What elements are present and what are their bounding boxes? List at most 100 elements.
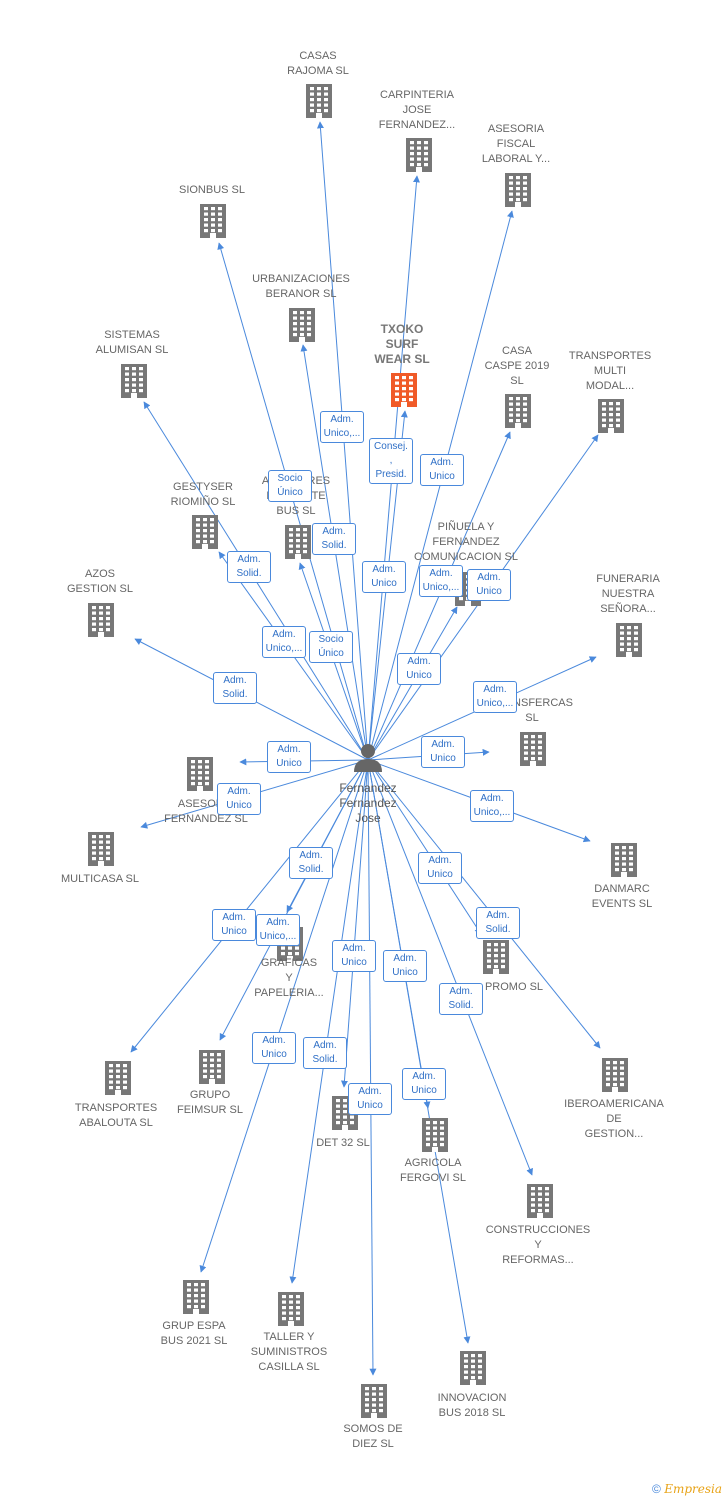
edge-promo (367, 759, 482, 935)
building-icon[interactable] (598, 399, 624, 433)
role-badge[interactable]: Consej. , Presid. (369, 438, 413, 484)
role-badge[interactable]: Adm. Unico (418, 852, 462, 884)
copyright-symbol: © (652, 1482, 661, 1496)
building-icon[interactable] (121, 364, 147, 398)
role-badge[interactable]: Adm. Unico (212, 909, 256, 941)
company-label[interactable]: TXOKO SURF WEAR SL (374, 322, 430, 366)
building-icon[interactable] (88, 603, 114, 637)
company-label[interactable]: ASESORIA FISCAL LABORAL Y... (481, 123, 551, 165)
role-badge[interactable]: Adm. Solid. (476, 907, 520, 939)
role-badge[interactable]: Adm. Unico,... (256, 914, 300, 946)
building-icon[interactable] (460, 1351, 486, 1385)
company-label[interactable]: SOMOS DE DIEZ SL (343, 1423, 403, 1450)
brand-name[interactable]: Empresia (664, 1482, 722, 1496)
role-badge[interactable]: Adm. Unico,... (470, 790, 514, 822)
role-badge[interactable]: Socio Único (309, 631, 353, 663)
company-label[interactable]: TRANSPORTES ABALOUTA SL (74, 1102, 158, 1129)
building-icon[interactable] (616, 623, 642, 657)
role-badge[interactable]: Adm. Solid. (303, 1037, 347, 1069)
building-icon[interactable] (527, 1184, 553, 1218)
role-badge[interactable]: Adm. Unico (467, 569, 511, 601)
role-badge[interactable]: Adm. Unico (267, 741, 311, 773)
edge-innovacion (367, 759, 471, 1344)
company-label[interactable]: PROMO SL (484, 981, 544, 993)
company-label[interactable]: TRANSPORTES MULTI MODAL... (568, 350, 652, 392)
edge-construcciones (367, 759, 533, 1176)
building-icon[interactable] (192, 515, 218, 549)
company-label[interactable]: CARPINTERIA JOSE FERNANDEZ... (378, 89, 456, 131)
building-icon[interactable] (505, 394, 531, 428)
role-badge[interactable]: Adm. Solid. (312, 523, 356, 555)
center-person-name[interactable]: Fernandez Fernandez Jose (339, 781, 397, 825)
role-badge[interactable]: Adm. Unico (383, 950, 427, 982)
building-icon[interactable] (611, 843, 637, 877)
role-badge[interactable]: Adm. Unico (402, 1068, 446, 1100)
building-icon[interactable] (520, 732, 546, 766)
role-badge[interactable]: Adm. Unico (362, 561, 406, 593)
company-label[interactable]: URBANIZACIONES BERANOR SL (252, 273, 350, 300)
role-badge[interactable]: Adm. Unico (397, 653, 441, 685)
edge-grup-espa (199, 759, 369, 1273)
footer-brand: © Empresia (652, 1482, 722, 1496)
building-icon[interactable] (602, 1058, 628, 1092)
role-badge[interactable]: Adm. Unico (348, 1083, 392, 1115)
company-label[interactable]: CASAS RAJOMA SL (287, 50, 349, 77)
building-icon[interactable] (306, 84, 332, 118)
role-badge[interactable]: Adm. Unico (217, 783, 261, 815)
role-badge[interactable]: Adm. Unico,... (262, 626, 306, 658)
role-badge[interactable]: Adm. Unico (420, 454, 464, 486)
company-label[interactable]: CASA CASPE 2019 SL (484, 345, 550, 387)
building-icon[interactable] (187, 757, 213, 791)
building-icon[interactable] (285, 525, 311, 559)
building-icon[interactable] (183, 1280, 209, 1314)
company-label[interactable]: DET 32 SL (316, 1137, 370, 1149)
edge-taller (289, 759, 369, 1284)
role-badge[interactable]: Adm. Solid. (439, 983, 483, 1015)
building-icon[interactable] (105, 1061, 131, 1095)
company-label[interactable]: CONSTRUCCIONES Y REFORMAS... (485, 1224, 591, 1266)
company-label[interactable]: AZOS GESTION SL (66, 568, 134, 595)
building-icon[interactable] (505, 173, 531, 207)
nodes-layer (88, 84, 642, 1418)
building-icon[interactable] (199, 1050, 225, 1084)
company-label[interactable]: MULTICASA SL (60, 873, 140, 885)
role-badge[interactable]: Adm. Unico,... (473, 681, 517, 713)
person-icon[interactable] (354, 744, 382, 772)
building-icon[interactable] (391, 373, 417, 407)
role-badge[interactable]: Adm. Solid. (289, 847, 333, 879)
company-label[interactable]: GRUP ESPA BUS 2021 SL (160, 1320, 228, 1347)
company-label[interactable]: IBEROAMERICANA DE GESTION... (564, 1098, 664, 1140)
building-icon[interactable] (289, 308, 315, 342)
company-label[interactable]: GRUPO FEIMSUR SL (176, 1089, 243, 1116)
role-badge[interactable]: Socio Único (268, 470, 312, 502)
building-icon[interactable] (406, 138, 432, 172)
building-icon[interactable] (483, 940, 509, 974)
company-label[interactable]: AGRICOLA FERGOVI SL (399, 1157, 467, 1184)
company-label[interactable]: GESTYSER RIOMIÑO SL (170, 481, 236, 508)
company-label[interactable]: GRAFICAS Y PAPELERIA... (254, 957, 324, 999)
edge-det32 (340, 759, 369, 1088)
company-label[interactable]: TALLER Y SUMINISTROS CASILLA SL (250, 1331, 328, 1373)
company-label[interactable]: FUNERARIA NUESTRA SEÑORA... (596, 573, 660, 615)
company-label[interactable]: SISTEMAS ALUMISAN SL (95, 329, 169, 356)
edge-iberoamericana (367, 759, 601, 1049)
role-badge[interactable]: Adm. Unico,... (320, 411, 364, 443)
edge-transportes-abalouta (130, 759, 369, 1053)
building-icon[interactable] (422, 1118, 448, 1152)
building-icon[interactable] (88, 832, 114, 866)
role-badge[interactable]: Adm. Unico,... (419, 565, 463, 597)
role-badge[interactable]: Adm. Unico (421, 736, 465, 768)
building-icon[interactable] (278, 1292, 304, 1326)
company-label[interactable]: INNOVACION BUS 2018 SL (437, 1392, 507, 1419)
company-label[interactable]: PIÑUELA Y FERNANDEZ COMUNICACION SL (414, 521, 518, 563)
edge-grupo-feimsur (219, 759, 369, 1041)
role-badge[interactable]: Adm. Solid. (227, 551, 271, 583)
company-label[interactable]: DANMARC EVENTS SL (591, 883, 653, 910)
company-label[interactable]: SIONBUS SL (178, 184, 246, 196)
role-badge[interactable]: Adm. Solid. (213, 672, 257, 704)
building-icon[interactable] (200, 204, 226, 238)
role-badge[interactable]: Adm. Unico (332, 940, 376, 972)
building-icon[interactable] (361, 1384, 387, 1418)
role-badge[interactable]: Adm. Unico (252, 1032, 296, 1064)
